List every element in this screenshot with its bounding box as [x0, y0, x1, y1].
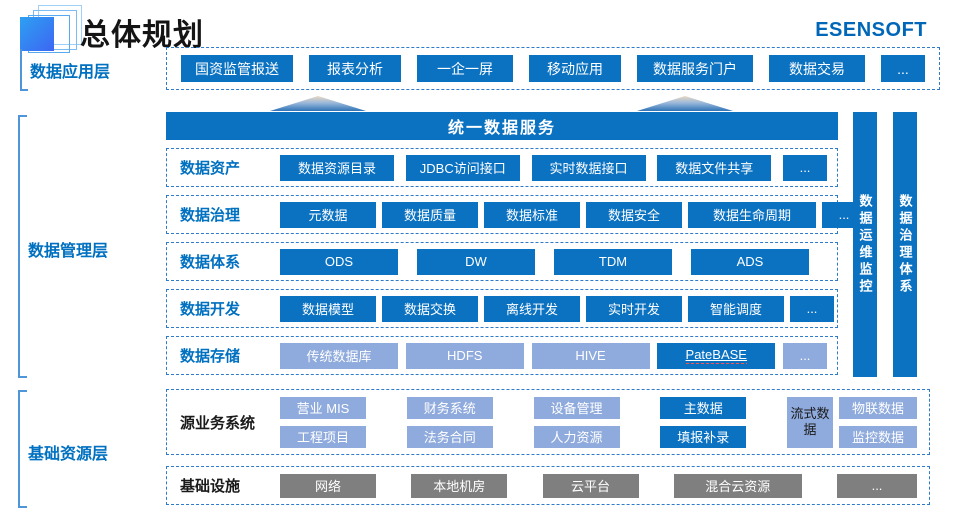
block: 人力资源 — [533, 425, 620, 448]
row-source-business-systems: 源业务系统 营业 MIS 工程项目 财务系统 法务合同 设备管理 人力资源 主数… — [166, 389, 930, 455]
row-infrastructure: 基础设施 网络 本地机房 云平台 混合云资源 ... — [166, 466, 930, 505]
block: HDFS — [405, 342, 524, 369]
app-block: 数据服务门户 — [637, 55, 753, 82]
source-column: 财务系统 法务合同 — [406, 396, 493, 448]
block: 物联数据 — [839, 396, 917, 419]
row-items: 传统数据库 HDFS HIVE PateBASE ... — [280, 342, 837, 369]
data-governance-system-bar: 数据治理体系 — [893, 112, 917, 377]
row-items: 数据模型 数据交换 离线开发 实时开发 智能调度 ... — [280, 295, 844, 322]
row-items: 元数据 数据质量 数据标准 数据安全 数据生命周期 ... — [280, 201, 876, 228]
row-items: 营业 MIS 工程项目 财务系统 法务合同 设备管理 人力资源 主数据 填报补录… — [280, 396, 929, 448]
row-label: 基础设施 — [180, 478, 241, 495]
block: 实时数据接口 — [531, 154, 646, 181]
block: 财务系统 — [406, 396, 493, 419]
unified-data-service-bar: 统一数据服务 — [166, 112, 838, 140]
row-label: 数据资产 — [180, 160, 241, 177]
management-layer-bracket — [18, 115, 27, 378]
block: 实时开发 — [586, 295, 682, 322]
row-label: 源业务系统 — [180, 414, 256, 432]
block: 数据标准 — [484, 201, 580, 228]
source-column: 设备管理 人力资源 — [533, 396, 620, 448]
app-block: 一企一屏 — [417, 55, 513, 82]
block: TDM — [554, 248, 672, 275]
block: 数据文件共享 — [657, 154, 772, 181]
block: 云平台 — [542, 473, 639, 498]
up-arrow-icon — [637, 96, 733, 111]
block: 智能调度 — [688, 295, 784, 322]
block: 离线开发 — [484, 295, 580, 322]
esensoft-logo-mark — [0, 0, 110, 60]
up-arrow-icon — [270, 96, 366, 111]
app-layer-label: 数据应用层 — [30, 64, 111, 81]
app-layer-leader-line — [20, 49, 28, 91]
row-label: 数据存储 — [180, 348, 241, 365]
block: DW — [417, 248, 535, 275]
brand-wordmark: ESENSOFT — [815, 19, 927, 41]
block: 混合云资源 — [673, 473, 802, 498]
block: 工程项目 — [280, 425, 366, 448]
block-more: ... — [783, 342, 827, 369]
row-data-development: 数据开发 数据模型 数据交换 离线开发 实时开发 智能调度 ... — [166, 289, 838, 328]
block: 填报补录 — [660, 425, 747, 448]
row-data-assets: 数据资产 数据资源目录 JDBC访问接口 实时数据接口 数据文件共享 ... — [166, 148, 838, 187]
block: 网络 — [280, 473, 376, 498]
block: 法务合同 — [406, 425, 493, 448]
page-title: 总体规划 — [80, 19, 204, 52]
block: 主数据 — [660, 396, 747, 419]
row-label: 数据治理 — [180, 207, 241, 224]
block-stream-data: 流式数据 — [787, 396, 833, 448]
block: 数据质量 — [382, 201, 478, 228]
block-more: ... — [790, 295, 834, 322]
application-layer-container: 国资监管报送 报表分析 一企一屏 移动应用 数据服务门户 数据交易 ... — [166, 47, 940, 90]
resource-layer-bracket — [18, 390, 27, 508]
block-more: ... — [783, 154, 827, 181]
block: 本地机房 — [411, 473, 508, 498]
app-block: 国资监管报送 — [181, 55, 293, 82]
side-bar-label: 数据运维监控 — [857, 193, 873, 296]
block: 数据资源目录 — [280, 154, 394, 181]
block: 数据安全 — [586, 201, 682, 228]
source-column-stream-group: 流式数据 物联数据 监控数据 — [787, 396, 917, 448]
block: 数据生命周期 — [688, 201, 816, 228]
row-data-storage: 数据存储 传统数据库 HDFS HIVE PateBASE ... — [166, 336, 838, 375]
block: 营业 MIS — [280, 396, 366, 419]
block: 数据交换 — [382, 295, 478, 322]
data-ops-monitoring-bar: 数据运维监控 — [853, 112, 877, 377]
logo-solid-square — [20, 17, 54, 51]
block: ADS — [691, 248, 809, 275]
block: ODS — [280, 248, 398, 275]
management-layer-label: 数据管理层 — [28, 243, 109, 260]
block: 传统数据库 — [280, 342, 398, 369]
source-column: 主数据 填报补录 — [660, 396, 747, 448]
block: 元数据 — [280, 201, 376, 228]
row-label: 数据开发 — [180, 301, 241, 318]
block: JDBC访问接口 — [405, 154, 520, 181]
row-items: 网络 本地机房 云平台 混合云资源 ... — [280, 473, 929, 498]
app-block-more: ... — [881, 55, 925, 82]
block: 设备管理 — [533, 396, 620, 419]
app-block: 报表分析 — [309, 55, 401, 82]
source-column: 营业 MIS 工程项目 — [280, 396, 366, 448]
block-patebase: PateBASE — [657, 342, 776, 369]
side-bar-label: 数据治理体系 — [897, 193, 913, 296]
block: 数据模型 — [280, 295, 376, 322]
app-block: 数据交易 — [769, 55, 865, 82]
row-items: ODS DW TDM ADS — [280, 248, 837, 275]
resource-layer-label: 基础资源层 — [28, 446, 109, 463]
patebase-text: PateBASE — [685, 347, 747, 364]
app-block: 移动应用 — [529, 55, 621, 82]
block: 监控数据 — [839, 425, 917, 448]
block-more: ... — [837, 473, 917, 498]
row-data-system: 数据体系 ODS DW TDM ADS — [166, 242, 838, 281]
row-data-governance: 数据治理 元数据 数据质量 数据标准 数据安全 数据生命周期 ... — [166, 195, 866, 234]
block: HIVE — [531, 342, 650, 369]
row-items: 数据资源目录 JDBC访问接口 实时数据接口 数据文件共享 ... — [280, 154, 837, 181]
row-label: 数据体系 — [180, 254, 241, 271]
source-column: 物联数据 监控数据 — [839, 396, 917, 448]
